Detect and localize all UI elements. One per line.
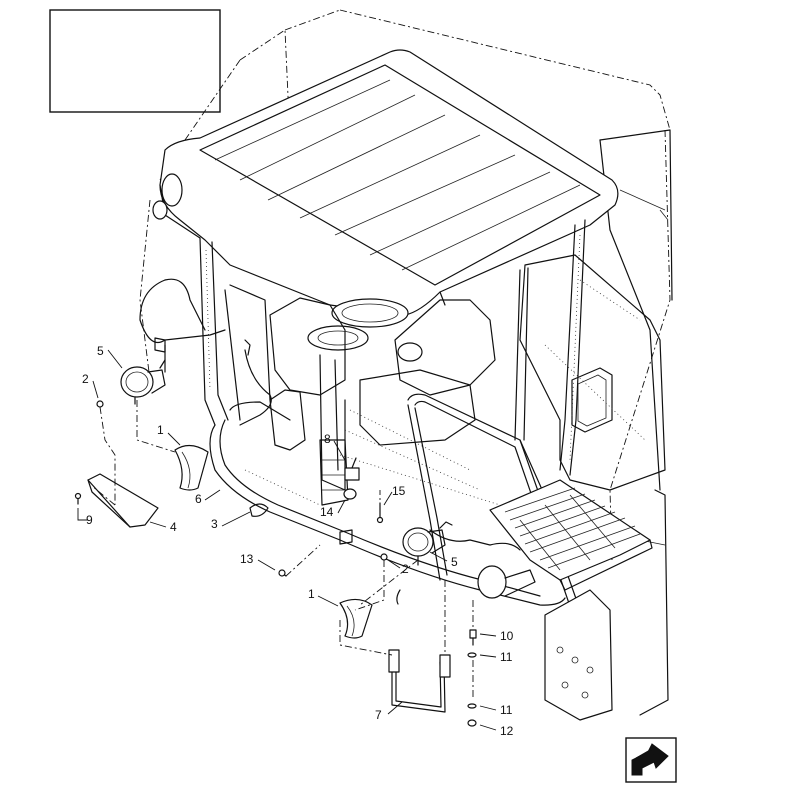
wiring-harness: [139, 278, 521, 605]
hardware: [74, 337, 477, 727]
machine-body-outline: [139, 9, 673, 716]
callout-c8: 8: [324, 432, 331, 446]
cab-roof: [152, 49, 619, 328]
callout-c13: 13: [240, 552, 254, 566]
callout-c2a: 2: [82, 372, 89, 386]
callout-c11b: 11: [500, 703, 513, 717]
assembly-lines: [91, 400, 474, 700]
next-page-arrow-icon[interactable]: [625, 737, 677, 783]
callout-c9: 9: [86, 513, 93, 527]
callout-c6: 6: [195, 492, 202, 506]
callout-c1b: 1: [308, 587, 315, 601]
work-lamp-right: [402, 521, 453, 566]
callout-c4: 4: [170, 520, 177, 534]
callout-c7: 7: [375, 708, 382, 722]
lamp-shield-lower: [339, 598, 373, 639]
step-platform: [489, 479, 653, 721]
cab-interior: [269, 297, 501, 506]
mounting-plate: [87, 473, 159, 528]
callout-c2b: 2: [402, 562, 409, 576]
callouts: 5 2 1 6 3 9 4 8 14 15 13 2 5 1 10 11 7 1…: [82, 344, 514, 738]
support-rod: [388, 649, 451, 713]
callout-c10: 10: [500, 629, 514, 643]
work-lamp-left: [120, 359, 166, 405]
cab-frame: [199, 219, 586, 476]
callout-c5b: 5: [451, 555, 458, 569]
callout-c11a: 11: [500, 650, 513, 664]
callout-c12: 12: [500, 724, 514, 738]
step-lamp: [477, 565, 536, 599]
front-rail-harness: [209, 401, 566, 606]
cab-side-panel: [519, 254, 666, 491]
lamp-shield-left: [174, 444, 209, 491]
callout-c5a: 5: [97, 344, 104, 358]
handrail: [407, 393, 581, 613]
title-box: [49, 9, 221, 113]
callout-c3: 3: [211, 517, 218, 531]
callout-c15: 15: [392, 484, 406, 498]
callout-leaders: [77, 349, 497, 731]
callout-c1a: 1: [157, 423, 164, 437]
callout-c14: 14: [320, 505, 334, 519]
